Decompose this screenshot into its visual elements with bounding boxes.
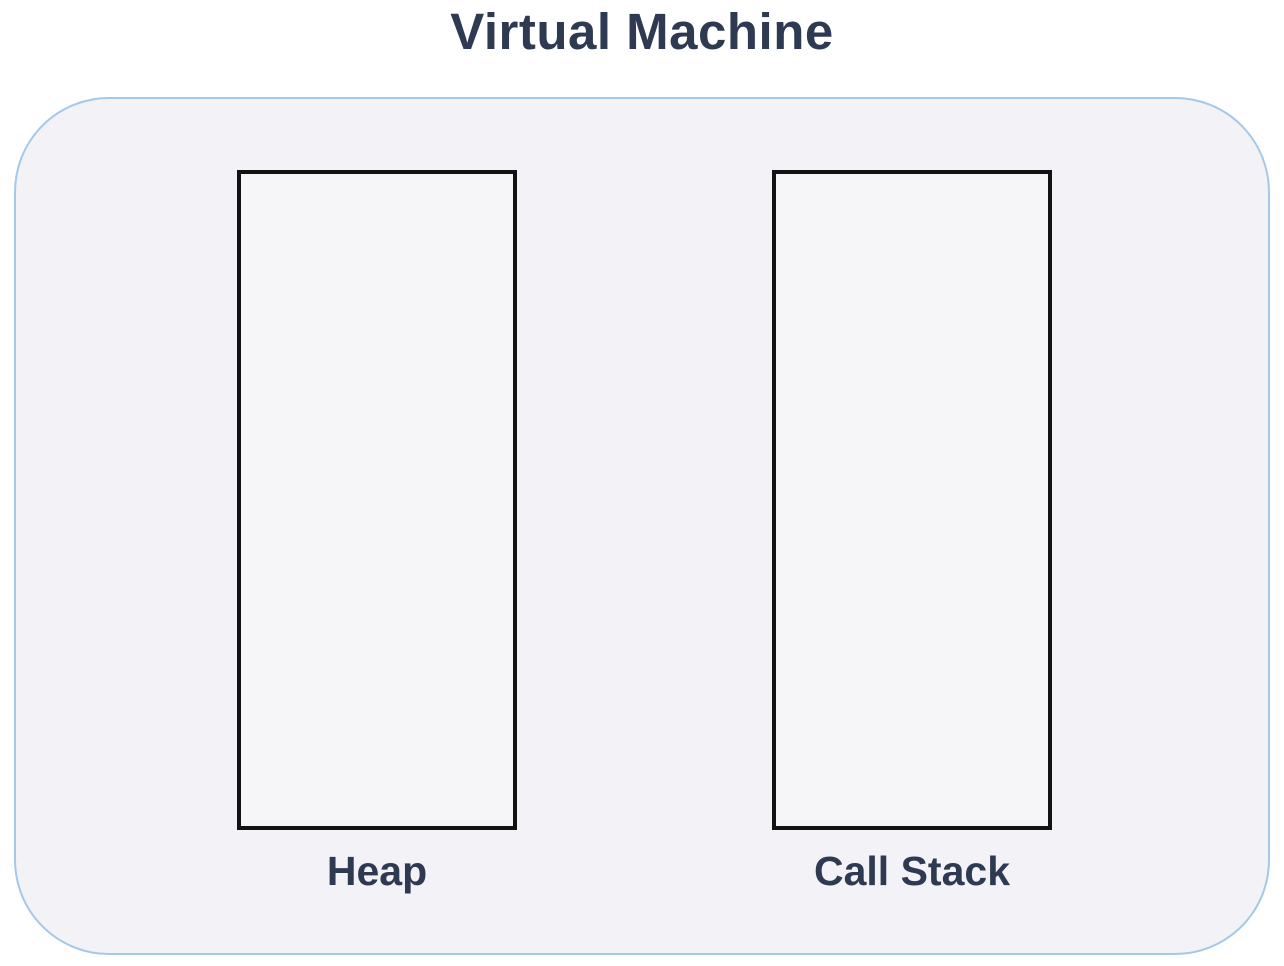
call-stack-label: Call Stack: [814, 848, 1010, 894]
call-stack-region: Call Stack: [772, 170, 1052, 896]
virtual-machine-container: Heap Call Stack: [14, 97, 1270, 955]
heap-region: Heap: [237, 170, 517, 896]
heap-box: [237, 170, 517, 830]
heap-label: Heap: [326, 848, 428, 894]
call-stack-box: [772, 170, 1052, 830]
diagram-title: Virtual Machine: [450, 3, 834, 60]
